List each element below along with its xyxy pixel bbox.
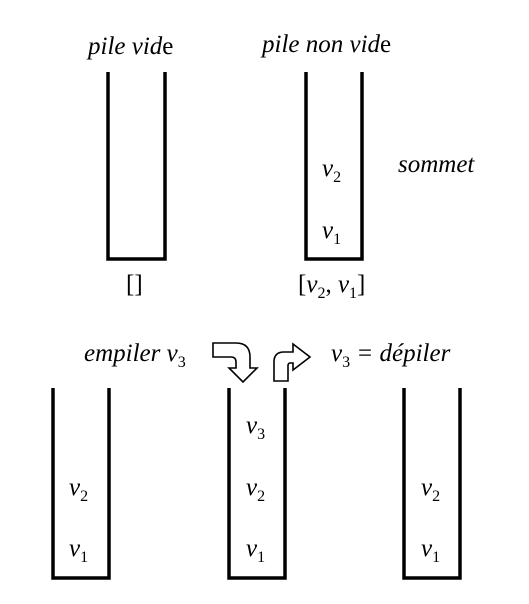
full-stack-item-top: v2 <box>322 155 341 186</box>
stack-after-item-bottom: v1 <box>421 535 440 566</box>
full-stack-title: pile non vide <box>260 31 391 58</box>
stack-pushed-container <box>227 388 287 580</box>
stack-after-pop-container <box>402 388 462 580</box>
empty-stack-container <box>106 72 167 261</box>
stack-pushed-item-middle: v2 <box>246 474 265 505</box>
full-stack-item-bottom: v1 <box>322 217 341 248</box>
empty-stack-title: pile vide <box>86 33 173 60</box>
stack-pushed-item-top: v3 <box>246 412 265 443</box>
full-stack-list: [v2, v1] <box>298 271 365 302</box>
push-arrow-icon <box>212 342 259 384</box>
empty-stack-list: [] <box>126 271 143 298</box>
full-stack-container <box>304 72 364 261</box>
pop-label: v3 = dépiler <box>331 340 451 371</box>
push-label: empiler v3 <box>84 340 186 371</box>
stack-before-item-bottom: v1 <box>69 535 88 566</box>
stack-before-push-container <box>51 388 111 580</box>
stack-before-item-top: v2 <box>69 474 88 505</box>
stack-after-item-top: v2 <box>421 474 440 505</box>
top-label: sommet <box>398 151 475 178</box>
stack-pushed-item-bottom: v1 <box>246 535 265 566</box>
pop-arrow-icon <box>273 342 312 382</box>
